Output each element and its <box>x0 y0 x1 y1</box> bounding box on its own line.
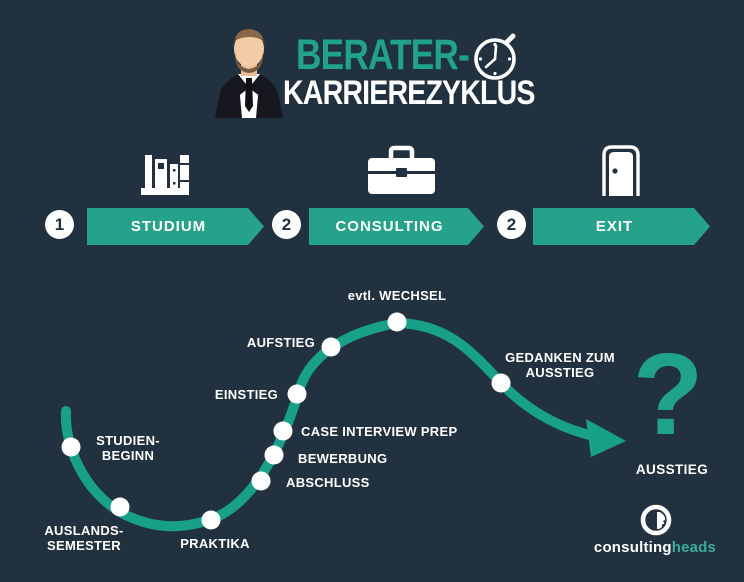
brand-heads: heads <box>671 539 717 556</box>
stage-banner-studium: STUDIUM <box>87 208 264 245</box>
brand-consulting: consulting <box>593 539 672 556</box>
door-icon <box>602 145 640 196</box>
milestone-dot <box>273 421 293 441</box>
stage-number-2: 2 <box>272 210 301 239</box>
milestone-label-auslandssemester: AUSLANDS- SEMESTER <box>44 523 124 553</box>
books-icon <box>141 155 189 195</box>
milestone-label-case-interview-prep: CASE INTERVIEW PREP <box>301 424 458 439</box>
stage-banner-consulting: CONSULTING <box>309 208 484 245</box>
milestone-dot <box>251 471 271 491</box>
milestone-label-einstieg: EINSTIEG <box>214 387 278 402</box>
businessman-avatar-icon <box>215 29 283 118</box>
milestone-dot <box>61 437 81 457</box>
milestone-dot <box>264 445 284 465</box>
milestone-dot <box>287 384 307 404</box>
milestone-label-gedanken-zum-ausstieg: GEDANKEN ZUM AUSSTIEG <box>505 350 615 380</box>
stage-banner-exit: EXIT <box>533 208 710 245</box>
question-mark: ? <box>632 329 704 459</box>
stage-number-1: 1 <box>45 210 74 239</box>
milestone-label-evtl-wechsel: evtl. WECHSEL <box>347 288 447 303</box>
milestone-dot <box>491 373 511 393</box>
page-title-rest: KARRIEREZYKLUS <box>283 74 535 112</box>
milestone-dot <box>110 497 130 517</box>
milestone-dot <box>201 510 221 530</box>
curve-arrowhead <box>586 419 626 457</box>
milestone-dot <box>321 337 341 357</box>
milestone-label-abschluss: ABSCHLUSS <box>286 475 370 490</box>
stopwatch-icon <box>474 33 516 80</box>
milestone-label-ausstieg: AUSSTIEG <box>635 462 709 477</box>
stage-number-3: 2 <box>497 210 526 239</box>
briefcase-icon <box>368 145 435 194</box>
milestone-label-bewerbung: BEWERBUNG <box>298 451 388 466</box>
milestone-label-studienbeginn: STUDIEN- BEGINN <box>96 433 160 463</box>
milestone-dot <box>387 312 407 332</box>
milestone-dots <box>61 312 511 530</box>
page-title-accent: BERATER- <box>296 31 470 79</box>
head-profile-ring-icon <box>640 504 672 536</box>
brand-wordmark: consultingheads <box>575 539 735 556</box>
milestone-label-praktika: PRAKTIKA <box>180 536 250 551</box>
milestone-label-aufstieg: AUFSTIEG <box>246 335 315 350</box>
